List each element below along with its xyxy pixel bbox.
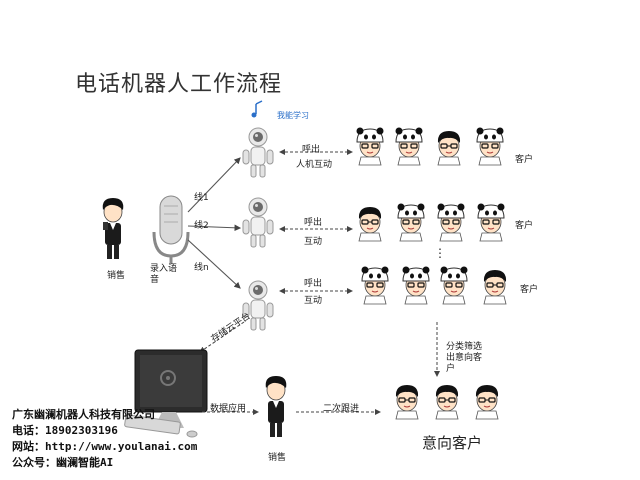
line-connectors xyxy=(187,157,242,289)
customer-row-3 xyxy=(360,265,507,305)
row1-action: 呼出 xyxy=(302,145,321,155)
line-label-2: 线2 xyxy=(194,221,209,231)
company-website: 网站：http://www.youlanai.com xyxy=(12,440,198,453)
followup-label: 二次跟进 xyxy=(323,404,360,414)
company-phone: 电话：18902303196 xyxy=(12,424,118,437)
row1-mode: 人机互动 xyxy=(296,160,333,170)
robot-1 xyxy=(242,127,274,178)
call-arrows xyxy=(279,149,353,294)
row3-action: 呼出 xyxy=(304,279,323,289)
row2-customer-label: 客户 xyxy=(515,221,534,231)
row2-mode: 互动 xyxy=(304,237,323,247)
music-note-icon xyxy=(251,100,263,118)
company-wechat: 公众号：幽澜智能AI xyxy=(12,456,114,469)
microphone-icon xyxy=(152,195,190,264)
customer-row-2 xyxy=(358,202,506,242)
customer-row-1 xyxy=(355,126,505,166)
line-label-1: 线1 xyxy=(194,193,209,203)
row2-action: 呼出 xyxy=(304,218,323,228)
company-info: 广东幽澜机器人科技有限公司 电话：18902303196 网站：http://w… xyxy=(12,407,197,471)
company-name: 广东幽澜机器人科技有限公司 xyxy=(12,408,155,421)
data-app-label: 数据应用 xyxy=(210,404,247,414)
ellipsis: ⋮ xyxy=(434,246,446,260)
row3-mode: 互动 xyxy=(304,296,323,306)
line-label-n: 线n xyxy=(194,263,209,273)
recorder-label: 录入语音 xyxy=(150,264,178,285)
intent-customers xyxy=(395,384,499,420)
phone-icon xyxy=(103,222,108,230)
robot-2 xyxy=(242,197,274,248)
computer-icon xyxy=(124,349,208,438)
row3-customer-label: 客户 xyxy=(520,285,539,295)
filter-label: 分类筛选出意向客户 xyxy=(446,342,483,374)
diagram-title: 电话机器人工作流程 xyxy=(75,72,283,97)
smart-learning-label: 我能学习 xyxy=(277,111,309,120)
salesperson-2-figure xyxy=(265,375,287,438)
row1-customer-label: 客户 xyxy=(515,155,534,165)
sales2-label: 销售 xyxy=(268,453,287,463)
salesperson-label: 销售 xyxy=(107,271,126,281)
intent-customers-label: 意向客户 xyxy=(422,434,483,452)
storage-arrow xyxy=(199,321,245,353)
